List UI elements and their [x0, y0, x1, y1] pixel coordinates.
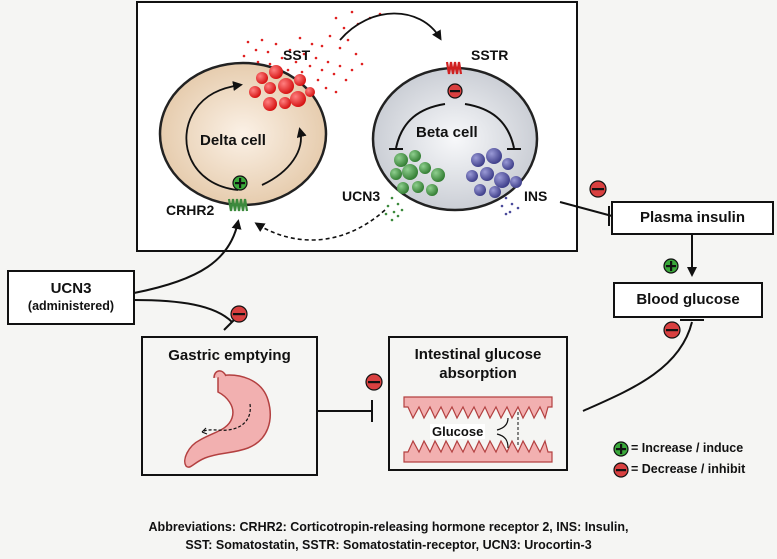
ucn3-administered-box: UCN3 (administered): [7, 270, 135, 325]
ucn3-admin-inhibits-gastric-line: [133, 299, 233, 323]
intestinal-absorption-title-line1: Intestinal glucose: [414, 346, 542, 363]
sstr-receptor: [445, 61, 463, 75]
intestinal-villi-illustration: [403, 396, 553, 463]
stomach-illustration: [184, 370, 271, 468]
sst-granules: [249, 65, 315, 111]
ins-label: INS: [524, 188, 548, 204]
ins-granules: [466, 148, 522, 198]
gastric-emptying-box: Gastric emptying: [141, 336, 318, 476]
delta-cell-cycle-arrow-right: [261, 127, 307, 186]
sst-to-sstr-arrow: [339, 12, 442, 41]
ucn3-release-dots: [384, 196, 404, 222]
intestinal-absorption-title-line2: absorption: [439, 365, 517, 382]
intestinal-absorption-box: Intestinal glucose absorption: [388, 336, 568, 471]
ins-release-dots: [500, 196, 520, 216]
crhr2-receptor: [227, 198, 249, 212]
ucn3-administered-subtitle: (administered): [27, 299, 115, 313]
delta-cell-label: Delta cell: [200, 132, 266, 149]
ucn3-granules: [390, 150, 445, 196]
sstr-label: SSTR: [471, 47, 509, 63]
sst-label: SST: [283, 47, 311, 63]
legend-decrease-text: = Decrease / inhibit: [631, 462, 746, 476]
beta-inhibit-arc-right: [464, 103, 515, 149]
blood-glucose-box: Blood glucose: [613, 282, 763, 318]
abbreviations-line1: Abbreviations: CRHR2: Corticotropin-rele…: [148, 520, 629, 534]
ucn3-admin-to-crhr2-arrow: [133, 219, 242, 294]
glucose-label: Glucose: [430, 424, 486, 439]
crhr2-label: CRHR2: [166, 202, 215, 218]
legend-increase-text: = Increase / induce: [631, 441, 744, 455]
ins-to-plasma-insulin-line: [559, 201, 613, 217]
gastric-emptying-title: Gastric emptying: [168, 347, 291, 364]
absorption-to-glucose-line: [582, 321, 693, 412]
delta-cell-cycle-arrow-left: [185, 81, 243, 191]
plasma-insulin-box: Plasma insulin: [611, 201, 774, 235]
beta-inhibit-arc-left: [395, 103, 446, 149]
ucn3-administered-title: UCN3: [50, 280, 92, 297]
abbreviations-line2: SST: Somatostatin, SSTR: Somatostatin-re…: [185, 538, 592, 552]
ucn3-islet-label: UCN3: [342, 188, 381, 204]
beta-cell-label: Beta cell: [416, 124, 478, 141]
